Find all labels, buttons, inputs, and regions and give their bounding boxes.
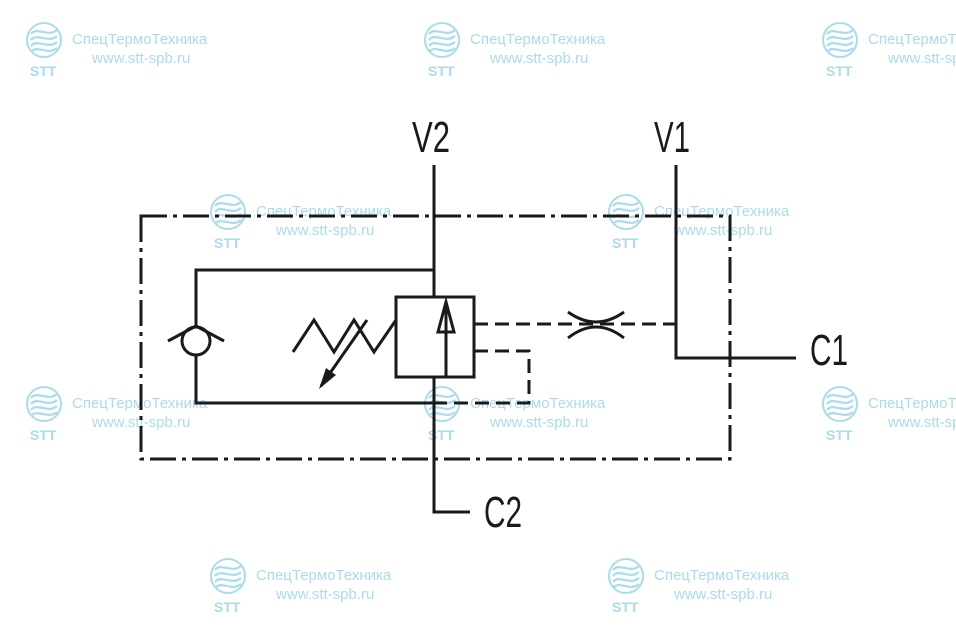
- watermark-url: www.stt-spb.ru: [489, 50, 588, 67]
- watermark-company-name: СпецТермоТехника: [470, 395, 606, 412]
- watermark-stamp: STT СпецТермоТехника www.stt-spb.ru: [424, 386, 606, 443]
- pilot-valve-block: [394, 295, 476, 379]
- watermark-company-name: СпецТермоТехника: [256, 567, 392, 584]
- v1-c1-line: [674, 165, 796, 360]
- port-label-v2: V2: [412, 113, 450, 162]
- stt-logo-icon: [210, 194, 246, 230]
- watermark-stamp: STT СпецТермоТехника www.stt-spb.ru: [424, 22, 606, 79]
- watermark-url: www.stt-spb.ru: [91, 414, 190, 431]
- stt-logo-icon: [608, 558, 644, 594]
- watermark-stamp: STT СпецТермоТехника www.stt-spb.ru: [822, 386, 956, 443]
- watermark-company-name: СпецТермоТехника: [868, 395, 956, 412]
- bypass-line-top: [194, 268, 434, 325]
- watermark-layer: STTСпецТермоТехникаwww.stt-spb.ruSTTСпец…: [26, 22, 956, 615]
- watermark-url: www.stt-spb.ru: [887, 50, 956, 67]
- watermark-brand: STT: [612, 599, 639, 615]
- watermark-brand: STT: [30, 427, 57, 443]
- watermark-company-name: СпецТермоТехника: [868, 31, 956, 48]
- watermark-brand: STT: [214, 599, 241, 615]
- port-label-v1: V1: [654, 113, 690, 162]
- orifice-symbol: [567, 310, 625, 340]
- stt-logo-icon: [822, 386, 858, 422]
- stt-logo-icon: [424, 22, 460, 58]
- watermark-url: www.stt-spb.ru: [275, 586, 374, 603]
- watermark-stamp: STT СпецТермоТехника www.stt-spb.ru: [26, 22, 208, 79]
- watermark-url: www.stt-spb.ru: [673, 222, 772, 239]
- watermark-url: www.stt-spb.ru: [489, 414, 588, 431]
- watermark-url: www.stt-spb.ru: [91, 50, 190, 67]
- watermark-url: www.stt-spb.ru: [673, 586, 772, 603]
- stt-logo-icon: [26, 386, 62, 422]
- watermark-stamp: STT СпецТермоТехника www.stt-spb.ru: [822, 22, 956, 79]
- watermark-brand: STT: [826, 427, 853, 443]
- bypass-line-bottom: [194, 356, 434, 405]
- watermark-stamp: STT СпецТермоТехника www.stt-spb.ru: [608, 558, 790, 615]
- watermark-brand: STT: [612, 235, 639, 251]
- adjustable-spring-symbol: [291, 317, 398, 389]
- watermark-brand: STT: [428, 427, 455, 443]
- watermark-stamp: STT СпецТермоТехника www.stt-spb.ru: [210, 558, 392, 615]
- stt-logo-icon: [210, 558, 246, 594]
- port-label-c1: C1: [810, 326, 848, 375]
- port-label-c2: C2: [484, 488, 522, 537]
- watermark-brand: STT: [428, 63, 455, 79]
- stt-logo-icon: [608, 194, 644, 230]
- watermark-brand: STT: [30, 63, 57, 79]
- watermark-company-name: СпецТермоТехника: [654, 567, 790, 584]
- watermark-url: www.stt-spb.ru: [887, 414, 956, 431]
- watermark-company-name: СпецТермоТехника: [72, 31, 208, 48]
- stt-logo-icon: [822, 22, 858, 58]
- watermark-brand: STT: [214, 235, 241, 251]
- flow-arrow-symbol: [436, 296, 456, 377]
- stt-logo-icon: [26, 22, 62, 58]
- watermark-brand: STT: [826, 63, 853, 79]
- check-valve-symbol: [167, 324, 225, 357]
- watermark-company-name: СпецТермоТехника: [470, 31, 606, 48]
- c2-line: [432, 377, 470, 514]
- watermark-url: www.stt-spb.ru: [275, 222, 374, 239]
- drain-pilot-line: [434, 349, 531, 405]
